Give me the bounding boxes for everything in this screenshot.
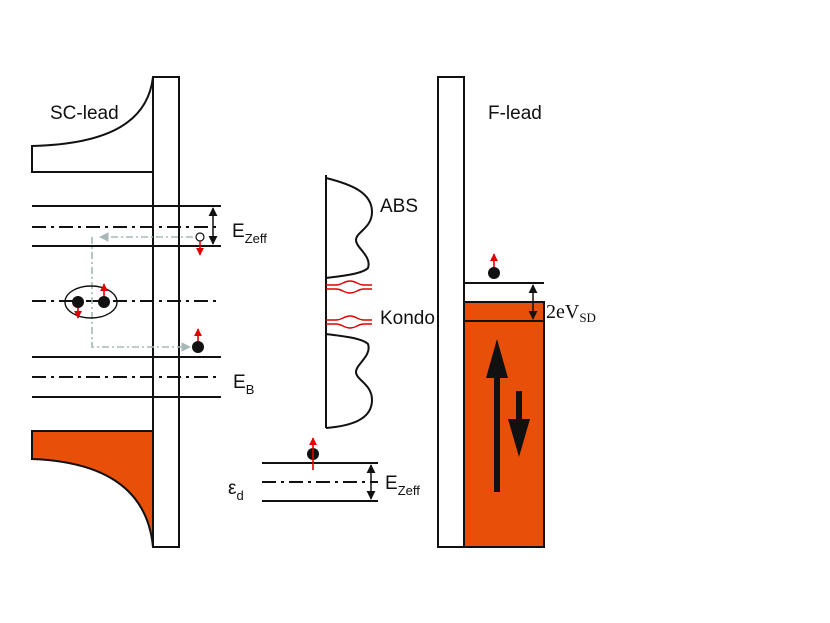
sc-barrier: [152, 76, 180, 548]
svg-text:EB: EB: [233, 372, 254, 397]
andreev-path: [91, 232, 193, 352]
eps-d-label-sub: d: [236, 488, 243, 503]
kondo-label: Kondo: [380, 308, 435, 329]
abs-peak-lower: [325, 333, 374, 429]
kondo-peak-upper: [326, 280, 372, 294]
dot-dos: ABS Kondo: [325, 175, 435, 429]
ezeff-dot-label: E: [385, 473, 398, 494]
sc-lead: SC-lead: [31, 76, 180, 548]
sc-levels: [32, 205, 221, 398]
abs-peak-upper: [325, 177, 374, 279]
svg-text:EZeff: EZeff: [385, 473, 420, 498]
eb-label-sub: B: [246, 382, 255, 397]
sc-lead-label: SC-lead: [50, 103, 119, 124]
svg-text:EZeff: EZeff: [232, 221, 267, 246]
eps-d-label: ε: [228, 478, 237, 499]
minority-spin-down-arrow: [508, 391, 530, 457]
abs-label: ABS: [380, 196, 418, 217]
bias-label-sub: SD: [579, 310, 596, 325]
f-filled-band: [463, 301, 545, 548]
majority-spin-up-arrow: [486, 339, 508, 492]
bias-label: 2eV: [546, 301, 580, 323]
f-lead-label: F-lead: [488, 103, 542, 124]
ezeff-bracket-upper: EZeff: [208, 207, 267, 246]
ezeff-dot-label-sub: Zeff: [398, 483, 421, 498]
cooper-pair: [64, 283, 118, 319]
dot-level: εd EZeff: [228, 437, 420, 503]
ezeff-label: E: [232, 221, 245, 242]
hole-spin-down: [195, 232, 205, 256]
sc-upper-dos: [31, 76, 154, 173]
electron-spin-up-sc: [192, 328, 204, 353]
svg-text:2eVSD: 2eVSD: [546, 301, 596, 325]
svg-text:εd: εd: [228, 478, 244, 503]
kondo-peak-lower: [326, 315, 372, 329]
eb-label: E: [233, 372, 246, 393]
f-barrier: [437, 76, 465, 548]
f-lead: 2eVSD F-lead: [437, 76, 596, 548]
sc-lower-dos: [31, 430, 154, 548]
ezeff-label-sub: Zeff: [245, 231, 268, 246]
